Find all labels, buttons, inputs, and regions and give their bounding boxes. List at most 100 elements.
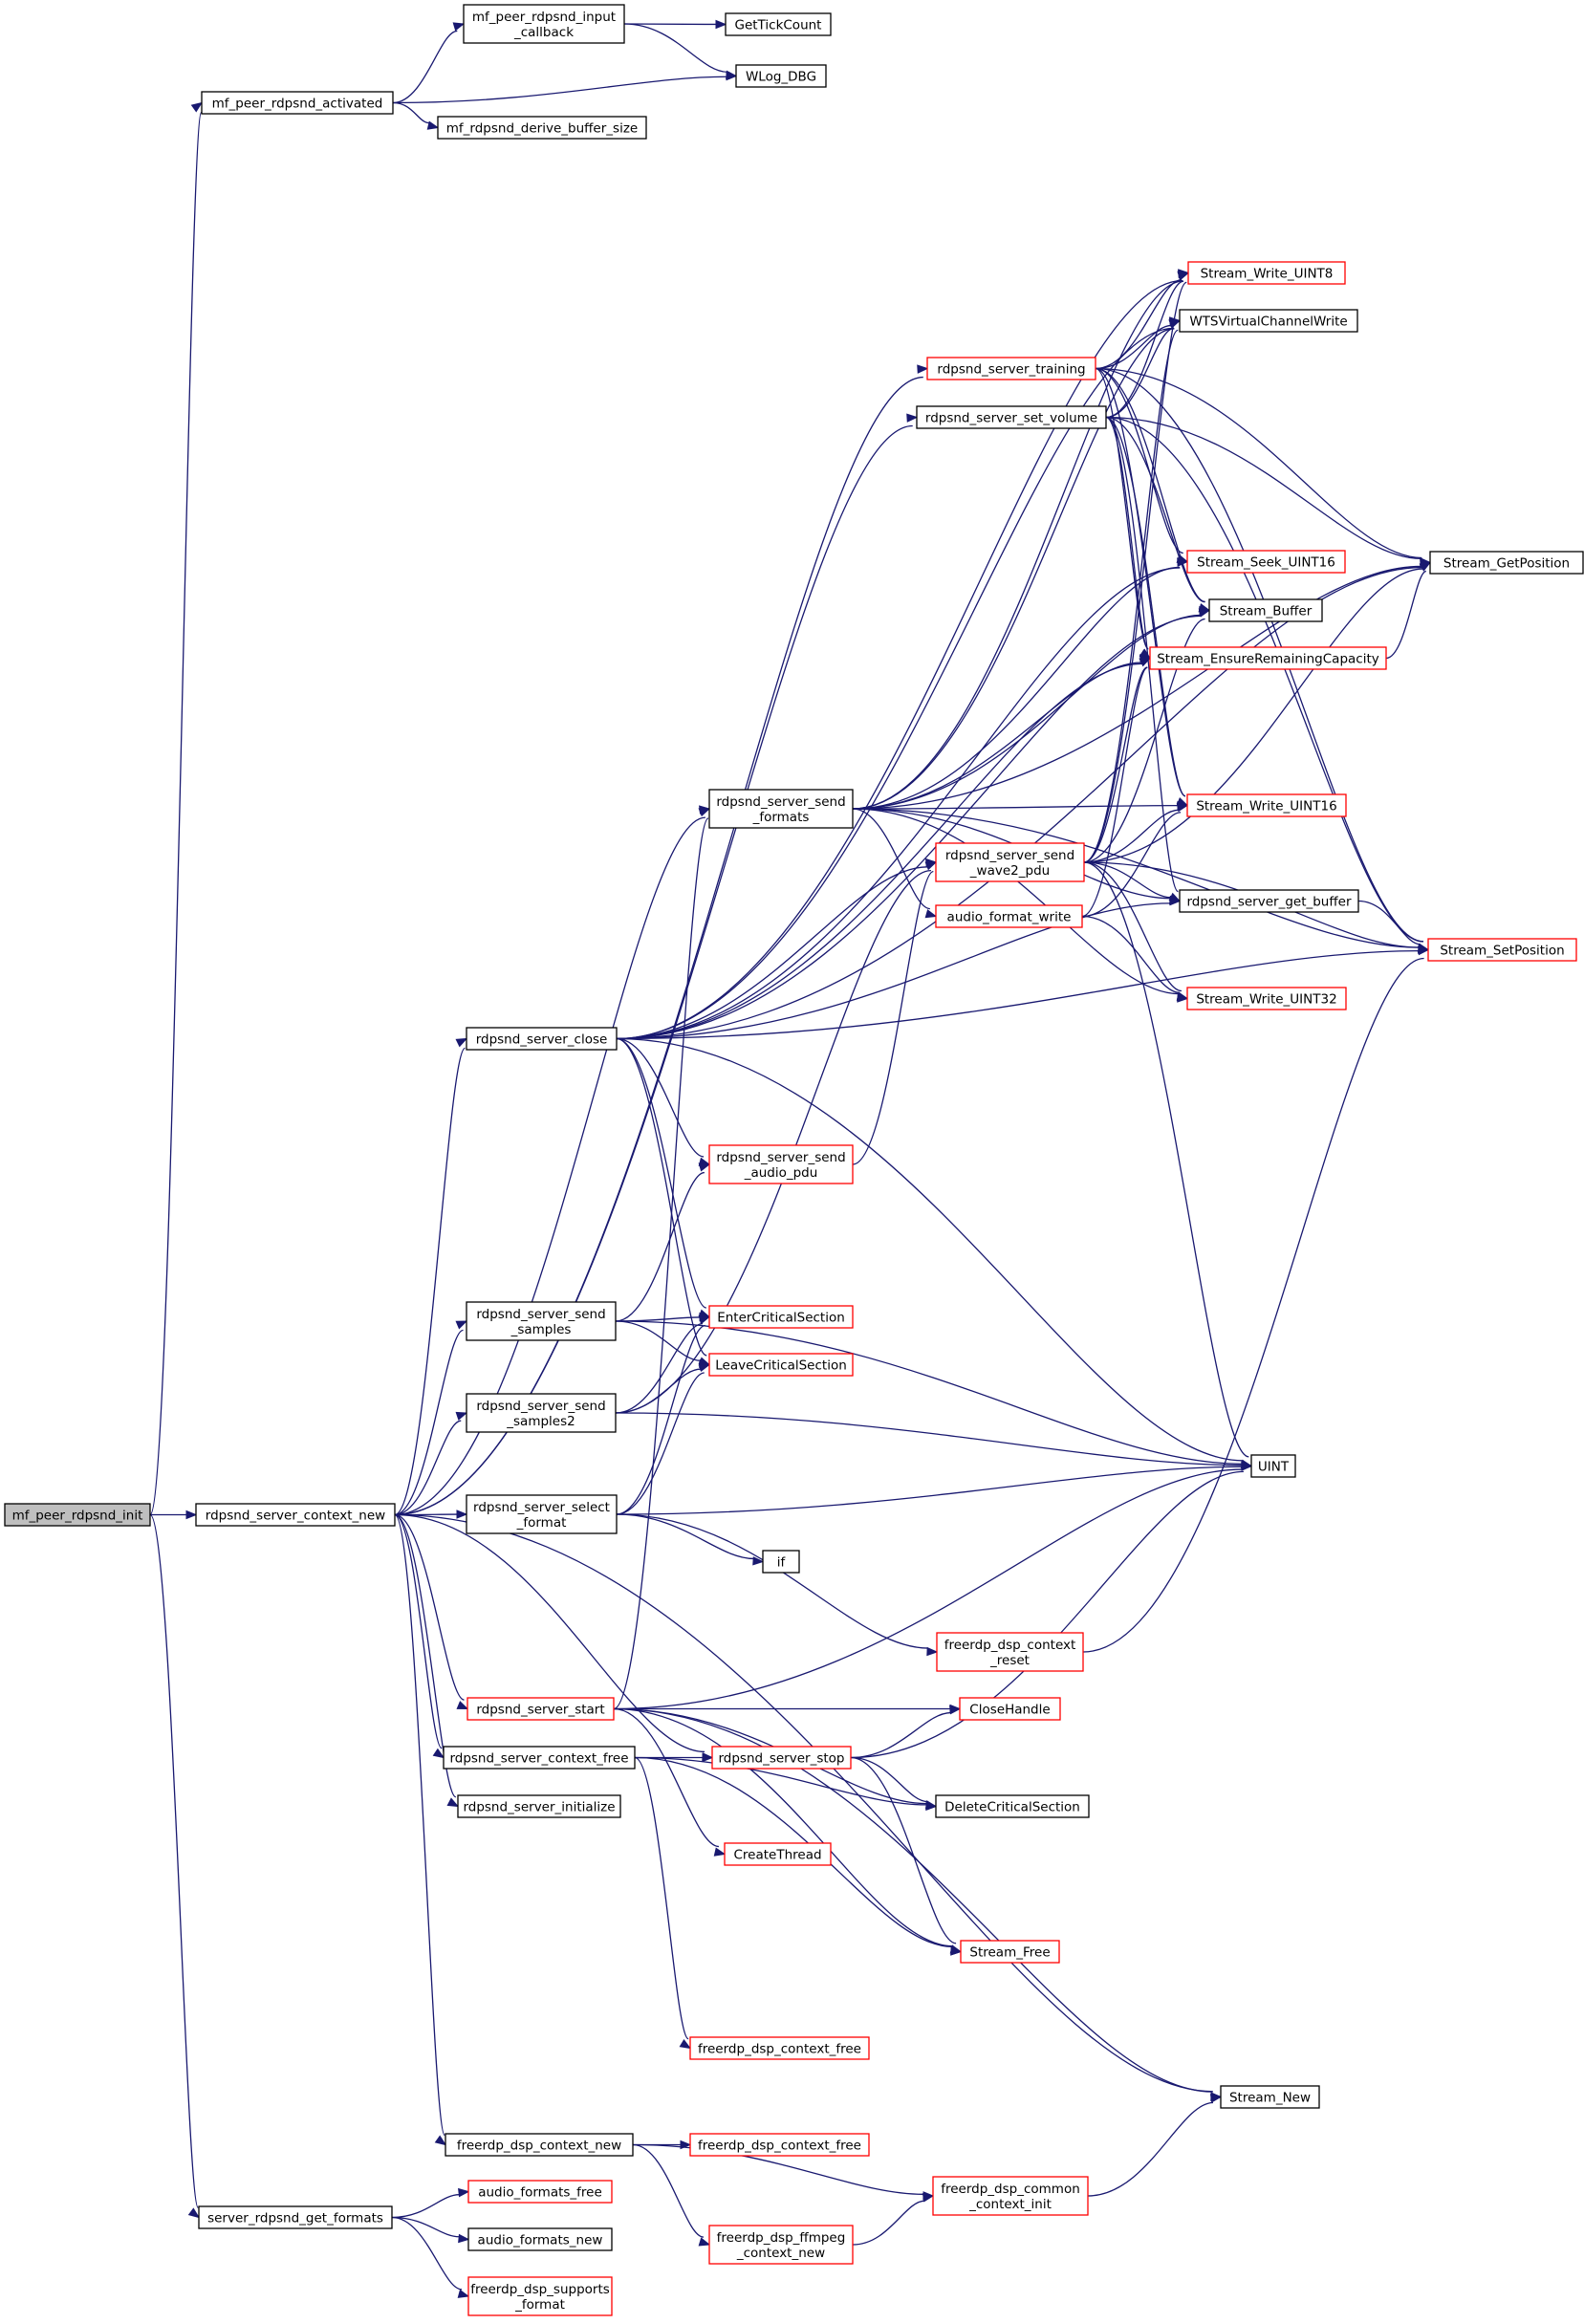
edge-wave2-to-uint [1083,861,1253,1469]
node-send-formats[interactable]: rdpsnd_server_send_formats [708,789,854,829]
node-activated[interactable]: mf_peer_rdpsnd_activated [201,91,394,115]
edge-line [615,1320,1243,1465]
edge-activated-to-derive [392,101,440,130]
arrowhead [185,1510,198,1520]
node-box [463,4,625,44]
edge-line [1083,666,1148,863]
edge-line [616,1372,705,1515]
node-ffmpeg[interactable]: freerdp_dsp_ffmpeg_context_new [708,2225,854,2265]
edge-line [852,870,934,1165]
edge-line [391,2194,460,2219]
node-label: rdpsnd_server_context_new [206,1509,385,1524]
node-start[interactable]: rdpsnd_server_start [467,1697,615,1721]
node-wr16[interactable]: Stream_Write_UINT16 [1186,793,1347,817]
node-wr8[interactable]: Stream_Write_UINT8 [1187,261,1346,285]
edge-wave2-to-wr16 [1083,802,1189,863]
node-audio-pdu[interactable]: rdpsnd_server_send_audio_pdu [708,1144,854,1184]
node-delete-cs[interactable]: DeleteCriticalSection [935,1794,1090,1818]
edge-get-formats-to-afmt-new [391,2216,470,2244]
edge-close-to-get-buffer [616,896,1182,1040]
edge-line [1083,329,1179,863]
node-supports[interactable]: freerdp_dsp_supports_format [467,2276,613,2316]
node-label: CreateThread [733,1848,821,1863]
node-set-volume[interactable]: rdpsnd_server_set_volume [916,405,1107,429]
node-afmt-free[interactable]: audio_formats_free [467,2180,613,2204]
arrowhead [458,2233,470,2244]
edge-line [394,1513,465,1701]
arrowhead [917,364,929,374]
node-label: freerdp_dsp_context [944,1638,1076,1653]
node-dsp-new[interactable]: freerdp_dsp_context_new [445,2133,634,2157]
edge-ensure-to-getpos [1385,561,1432,660]
node-if[interactable]: if [762,1550,800,1574]
arrowhead [446,1797,460,1808]
edge-line [616,1513,928,1649]
arrowhead [1169,896,1182,906]
node-stop[interactable]: rdpsnd_server_stop [711,1746,852,1770]
node-samples2[interactable]: rdpsnd_server_send_samples2 [466,1393,617,1433]
node-ctx-new[interactable]: rdpsnd_server_context_new [195,1503,396,1527]
node-get-formats[interactable]: server_rdpsnd_get_formats [198,2205,393,2229]
node-enter-cs[interactable]: EnterCriticalSection [708,1305,854,1329]
node-training[interactable]: rdpsnd_server_training [926,357,1096,380]
node-leave-cs[interactable]: LeaveCriticalSection [708,1353,854,1377]
edge-line [1105,327,1175,419]
arrowhead [698,2237,711,2247]
node-label: Stream_GetPosition [1443,556,1570,572]
node-afmt-new[interactable]: audio_formats_new [467,2227,613,2251]
node-root[interactable]: mf_peer_rdpsnd_init [4,1503,151,1527]
node-wtsw[interactable]: WTSVirtualChannelWrite [1179,309,1358,333]
node-wr32[interactable]: Stream_Write_UINT32 [1186,987,1347,1010]
node-label: rdpsnd_server_stop [718,1751,844,1767]
node-box [1179,889,1359,913]
edge-close-to-enter-cs [616,1037,711,1318]
node-label: rdpsnd_server_send [945,848,1074,863]
arrowhead [455,1320,468,1330]
node-box [1186,987,1347,1010]
node-afw[interactable]: audio_format_write [935,904,1083,928]
node-seek16[interactable]: Stream_Seek_UINT16 [1186,550,1346,574]
node-label: UINT [1258,1460,1290,1475]
edge-select-fmt-to-if [616,1513,765,1566]
node-gettick[interactable]: GetTickCount [725,12,832,36]
node-getpos[interactable]: Stream_GetPosition [1429,551,1584,575]
node-wave2[interactable]: rdpsnd_server_send_wave2_pdu [935,842,1085,882]
node-label: Stream_Write_UINT16 [1196,799,1336,814]
node-setpos[interactable]: Stream_SetPosition [1427,938,1577,962]
node-dsp-free2[interactable]: freerdp_dsp_context_free [689,2133,870,2157]
edge-ctx-new-to-set-volume [394,413,919,1516]
node-dsp-common[interactable]: freerdp_dsp_common_context_init [932,2176,1089,2216]
edge-line [149,1513,199,2209]
edge-dsp-common-to-stream-new [1087,2094,1223,2197]
node-dsp-free1[interactable]: freerdp_dsp_context_free [689,2036,870,2060]
node-samples[interactable]: rdpsnd_server_send_samples [466,1301,617,1341]
node-stream-free[interactable]: Stream_Free [960,1940,1060,1964]
node-label: Stream_Write_UINT32 [1196,992,1336,1008]
node-initialize[interactable]: rdpsnd_server_initialize [457,1794,621,1818]
node-dsp-reset[interactable]: freerdp_dsp_context_reset [936,1632,1084,1672]
node-label: _format [514,2297,565,2313]
node-box [1429,551,1584,575]
edge-select-fmt-to-leave-cs [616,1362,711,1515]
node-wlog[interactable]: WLog_DBG [735,64,827,88]
node-ensure[interactable]: Stream_EnsureRemainingCapacity [1149,646,1387,670]
node-box [4,1503,151,1527]
edge-get-formats-to-supports [391,2216,470,2298]
node-derive[interactable]: mf_rdpsnd_derive_buffer_size [437,116,647,140]
node-sbuffer[interactable]: Stream_Buffer [1208,598,1323,622]
edge-set-volume-to-getpos [1105,416,1432,567]
edge-line [1105,416,1423,943]
edge-line [1095,324,1172,370]
node-stream-new[interactable]: Stream_New [1220,2085,1320,2109]
node-input-cb[interactable]: mf_peer_rdpsnd_input_callback [463,4,625,44]
node-label: Stream_EnsureRemainingCapacity [1157,652,1379,667]
node-get-buffer[interactable]: rdpsnd_server_get_buffer [1179,889,1359,913]
node-label: rdpsnd_server_set_volume [925,411,1097,426]
node-close[interactable]: rdpsnd_server_close [466,1027,618,1051]
edge-line [616,1037,707,1357]
node-uint[interactable]: UINT [1250,1454,1296,1478]
node-select-fmt[interactable]: rdpsnd_server_select_format [466,1494,618,1534]
node-closehandle[interactable]: CloseHandle [959,1697,1061,1721]
node-ctx-free[interactable]: rdpsnd_server_context_free [443,1746,636,1770]
node-createthread[interactable]: CreateThread [724,1842,832,1866]
